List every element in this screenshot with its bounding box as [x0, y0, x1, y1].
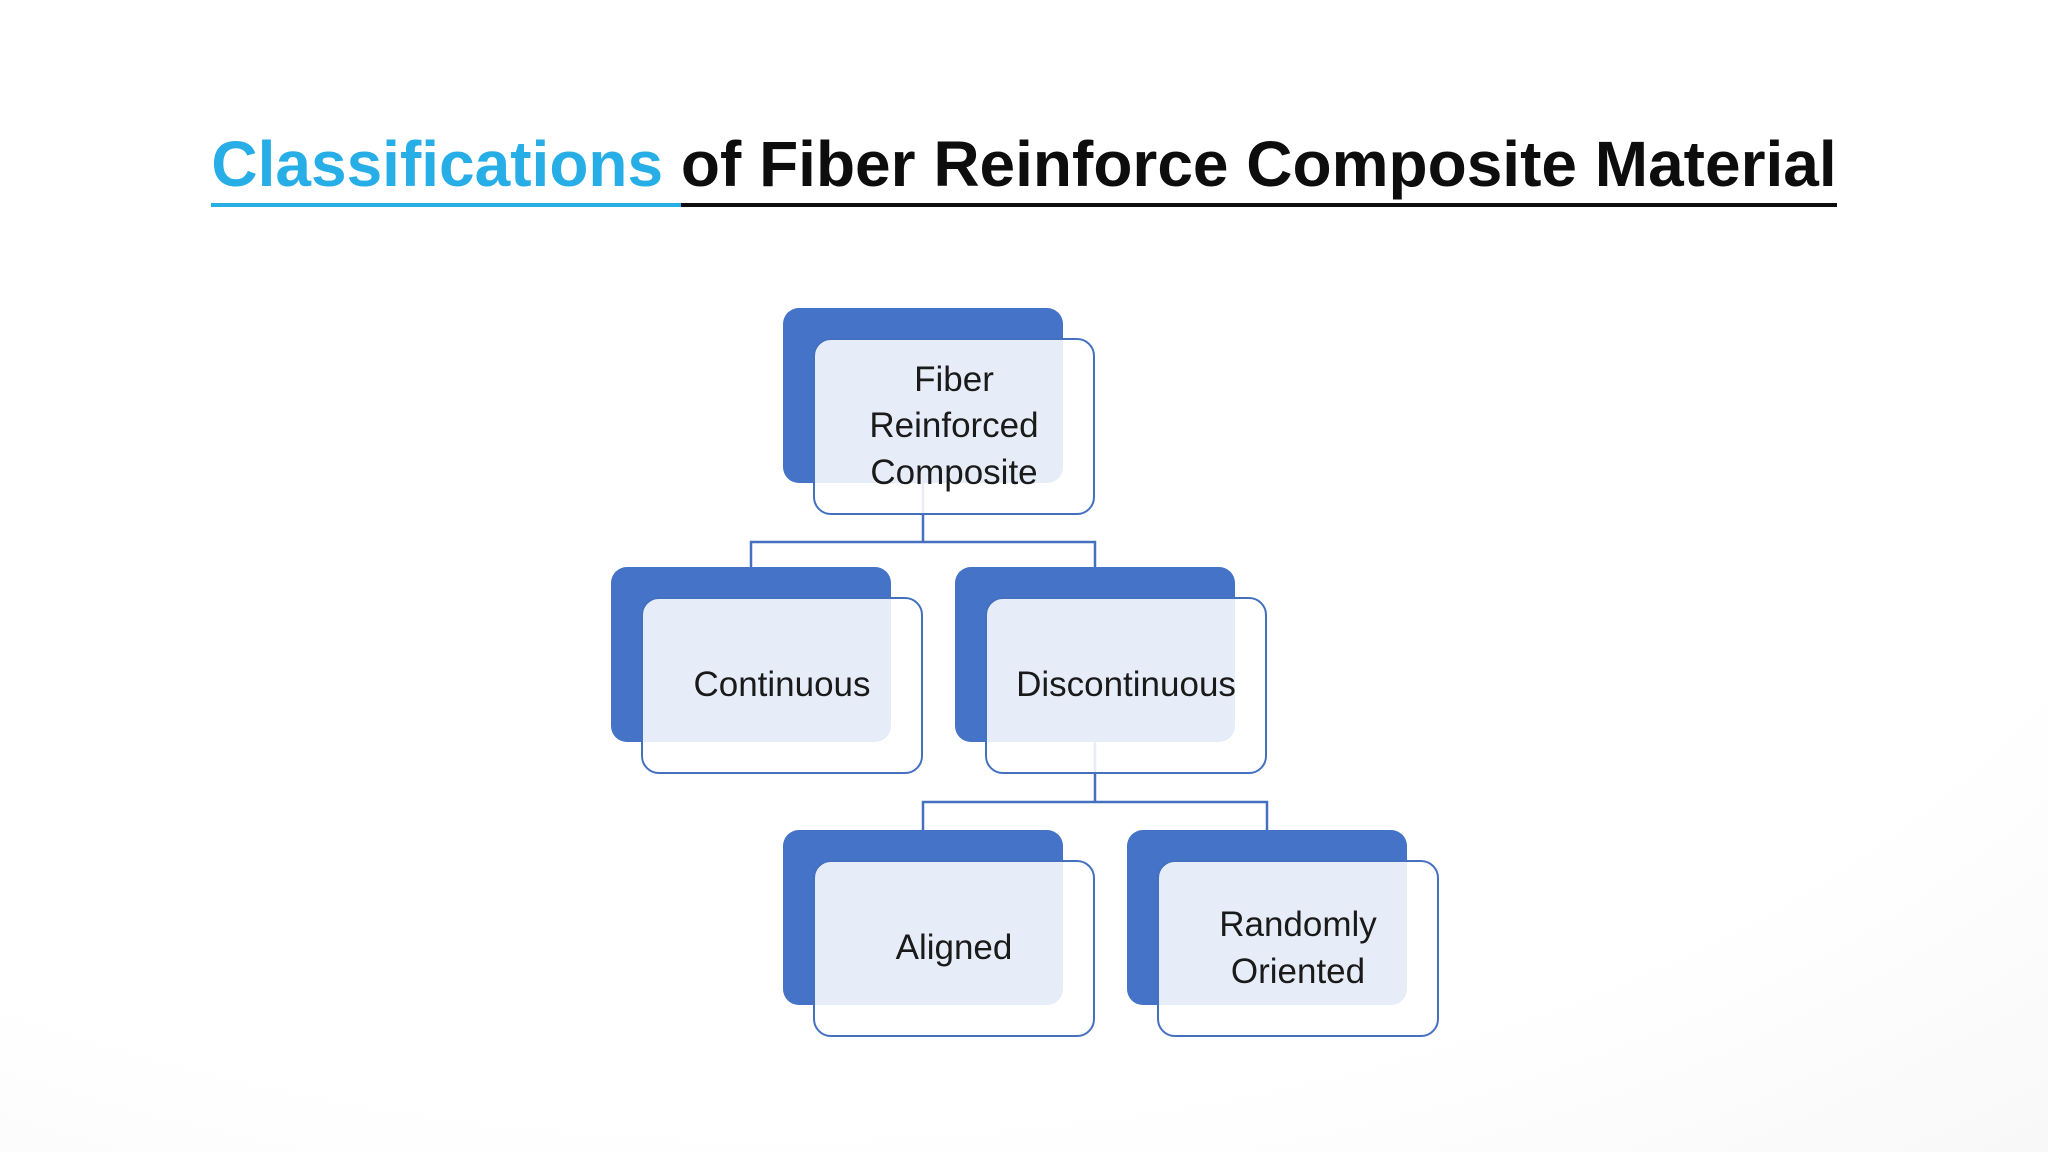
node-aligned: Aligned — [783, 830, 1095, 1037]
node-card: Continuous — [641, 597, 923, 774]
page-title: Classifications of Fiber Reinforce Compo… — [0, 126, 2048, 207]
node-card: Randomly Oriented — [1157, 860, 1439, 1037]
node-label: Fiber Reinforced Composite — [869, 359, 1039, 492]
node-card: Aligned — [813, 860, 1095, 1037]
node-label: Randomly Oriented — [1219, 904, 1377, 991]
node-card: Discontinuous — [985, 597, 1267, 774]
node-fiber-reinforced-composite: Fiber Reinforced Composite — [783, 308, 1095, 515]
node-label: Aligned — [895, 928, 1013, 968]
node-label: Continuous — [693, 665, 871, 705]
node-randomly-oriented: Randomly Oriented — [1127, 830, 1439, 1037]
node-label: Discontinuous — [1016, 665, 1236, 705]
title-highlight-text: Classifications — [211, 128, 681, 207]
node-discontinuous: Discontinuous — [955, 567, 1267, 774]
node-card: Fiber Reinforced Composite — [813, 338, 1095, 515]
title-regular-text: of Fiber Reinforce Composite Material — [680, 128, 1837, 207]
node-continuous: Continuous — [611, 567, 923, 774]
